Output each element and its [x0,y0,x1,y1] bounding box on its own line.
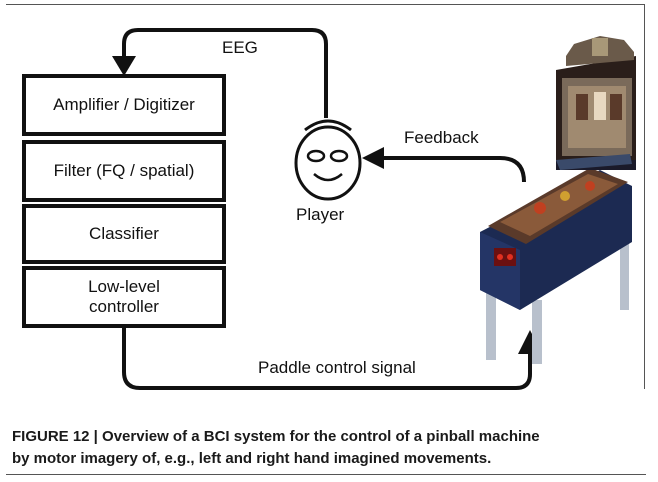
feedback-arrow [382,156,526,183]
controller-label: controller [89,297,159,316]
low-level-label: Low-level [88,277,160,296]
classifier-box: Classifier [22,204,226,264]
figure-caption: FIGURE 12 | Overview of a BCI system for… [12,426,648,470]
classifier-label: Classifier [89,224,159,243]
caption-line-2: by motor imagery of, e.g., left and righ… [12,450,492,467]
low-level-controller-box: Low-level controller [22,266,226,328]
filter-box: Filter (FQ / spatial) [22,140,226,202]
pinball-machine-icon [480,36,636,364]
figure-panel [6,4,645,389]
caption-line-1: FIGURE 12 | Overview of a BCI system for… [12,428,540,445]
feedback-label: Feedback [404,128,479,147]
filter-label: Filter (FQ / spatial) [53,161,195,180]
amplifier-digitizer-label: Amplifier / Digitizer [53,95,195,114]
paddle-control-label: Paddle control signal [258,358,416,377]
player-face-icon [294,119,362,201]
player-label: Player [296,205,345,224]
paddle-arrow [122,328,532,390]
amplifier-digitizer-box: Amplifier / Digitizer [22,74,226,136]
eeg-label: EEG [222,38,258,57]
bottom-rule [6,474,646,475]
feedback-arrowhead [362,147,384,169]
eeg-arrowhead [112,56,136,76]
eeg-arrow [122,28,328,118]
